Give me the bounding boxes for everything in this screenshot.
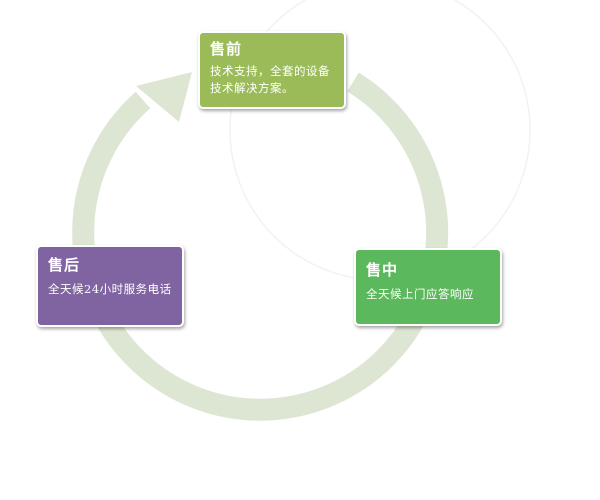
aftersale-desc: 全天候24小时服务电话 (48, 282, 172, 296)
sale-title: 售中 (366, 261, 399, 279)
presale-desc-line1: 技术支持，全套的设备 (210, 64, 330, 78)
aftersale-card: 售后 全天候24小时服务电话 (36, 245, 184, 327)
presale-title: 售前 (210, 40, 243, 58)
aftersale-title: 售后 (48, 256, 81, 274)
cycle-ring (72, 72, 449, 421)
presale-card: 售前 技术支持，全套的设备 技术解决方案。 (198, 31, 346, 109)
arrow-icon (136, 72, 192, 122)
sale-desc: 全天候上门应答响应 (366, 287, 474, 301)
sale-card: 售中 全天候上门应答响应 (354, 248, 502, 326)
presale-desc-line2: 技术解决方案。 (210, 81, 294, 95)
